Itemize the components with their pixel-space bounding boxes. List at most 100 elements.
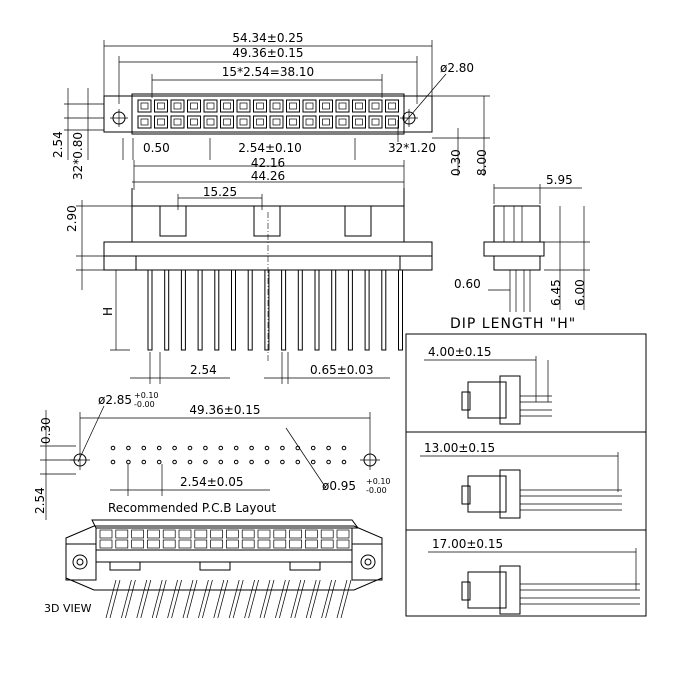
pcb-hole [156, 445, 162, 451]
dip-row-1: 4.00±0.15 [424, 345, 552, 425]
dim-600: 6.00 [573, 279, 587, 306]
contact-pad [173, 118, 182, 126]
contact-cell [203, 99, 218, 113]
3d-pin [309, 579, 321, 619]
dip-length-table: DIP LENGTH "H" 4.00±0.15 13.00±0.15 [405, 316, 647, 617]
3d-contact [178, 529, 192, 539]
3d-pin [232, 579, 244, 619]
contact-cell [187, 99, 201, 113]
dim-4216: 42.16 [251, 156, 285, 170]
pcb-hole [187, 445, 193, 451]
3d-pin [321, 579, 332, 619]
pin [247, 269, 253, 351]
3d-pin [290, 579, 302, 619]
contact-pad [322, 102, 330, 110]
3d-contact [226, 529, 239, 539]
pcb-hole [110, 459, 116, 465]
contact-pad [371, 102, 380, 110]
contact-pad [272, 102, 281, 110]
3d-pin-array [105, 579, 352, 619]
pcb-hole [218, 459, 224, 465]
contact-cell [170, 99, 185, 113]
pcb-hole [126, 459, 131, 465]
contact-pad [322, 118, 330, 126]
3d-pin [248, 579, 259, 619]
contact-pad [239, 118, 248, 126]
pcb-span: 49.36±0.15 [189, 403, 260, 417]
3d-pin [294, 579, 306, 619]
pcb-hole [203, 445, 208, 451]
dim-pitch-total: 15*2.54=38.10 [222, 65, 314, 79]
3d-contact [320, 529, 334, 539]
contact-cell [352, 115, 366, 129]
dim-pitch: 2.54±0.10 [238, 141, 302, 155]
pcb-hole [341, 445, 347, 451]
pin [331, 269, 337, 351]
3d-contact [178, 539, 192, 549]
pcb-hole [280, 445, 285, 451]
contact-pad [272, 118, 281, 126]
pcb-hole-tol-plus: +0.10 [134, 391, 159, 400]
dip-row-3-label: 17.00±0.15 [432, 537, 503, 551]
dim-pin-offset: 32*0.80 [71, 132, 85, 180]
pcb-pin-hole-dia: ø0.95 [322, 479, 356, 493]
pcb-hole [310, 445, 316, 451]
dim-800: 8.00 [475, 149, 489, 176]
pcb-hole [295, 459, 301, 465]
dim-050: 0.50 [143, 141, 170, 155]
pcb-hole-grid [110, 445, 347, 465]
pcb-hole [326, 459, 331, 465]
contact-pad [157, 102, 165, 110]
3d-contact [162, 529, 176, 539]
contact-cell [170, 115, 185, 129]
3d-contact [210, 539, 223, 549]
contact-pad [223, 102, 231, 110]
pcb-hole [249, 459, 254, 465]
contact-pad [355, 102, 363, 110]
contact-pad [338, 118, 347, 126]
dim-060: 0.60 [454, 277, 481, 291]
3d-contact [257, 529, 271, 539]
contact-cell [302, 99, 317, 113]
contact-pad [173, 102, 182, 110]
contact-cell [269, 115, 284, 129]
contact-pad [338, 102, 347, 110]
pin [231, 269, 236, 351]
pcb-hole-tol-minus: -0.00 [134, 400, 155, 409]
dim-hole-dia: ø2.80 [440, 61, 474, 75]
contact-pad [388, 118, 396, 126]
pin [180, 269, 186, 351]
3d-contact [257, 539, 271, 549]
pin [398, 269, 403, 351]
pcb-hole [156, 459, 162, 465]
3d-mount-hole-left [72, 554, 88, 570]
dim-595: 5.95 [546, 173, 573, 187]
pcb-hole [310, 459, 316, 465]
3d-contact [273, 539, 287, 549]
3d-contact [115, 529, 129, 539]
side-view: 5.95 0.60 6.45 6.00 [454, 173, 590, 312]
3d-mount-hole-right [360, 554, 376, 570]
contact-cell [220, 115, 234, 129]
pin [147, 269, 153, 351]
contact-cell [319, 115, 333, 129]
pcb-hole-dia: ø2.85 [98, 393, 132, 407]
3d-contact [273, 529, 287, 539]
contact-cell [253, 99, 267, 113]
3d-contact [241, 539, 255, 549]
3d-contact [115, 539, 129, 549]
dim-row-spacing: 2.54 [51, 131, 65, 158]
3d-pin [336, 579, 348, 619]
3d-pin [105, 579, 117, 619]
dim-290: 2.90 [65, 205, 79, 232]
3d-pin [305, 579, 317, 619]
pcb-hole [141, 445, 147, 451]
3d-contact [241, 529, 255, 539]
contact-cell [137, 115, 152, 129]
pcb-pitch: 2.54±0.05 [180, 475, 244, 489]
dim-4426: 44.26 [251, 169, 285, 183]
dim-pin-width: 0.65±0.03 [310, 363, 374, 377]
3d-contact [194, 529, 208, 539]
pcb-caption: Recommended P.C.B Layout [108, 501, 276, 515]
3d-contact [147, 539, 160, 549]
